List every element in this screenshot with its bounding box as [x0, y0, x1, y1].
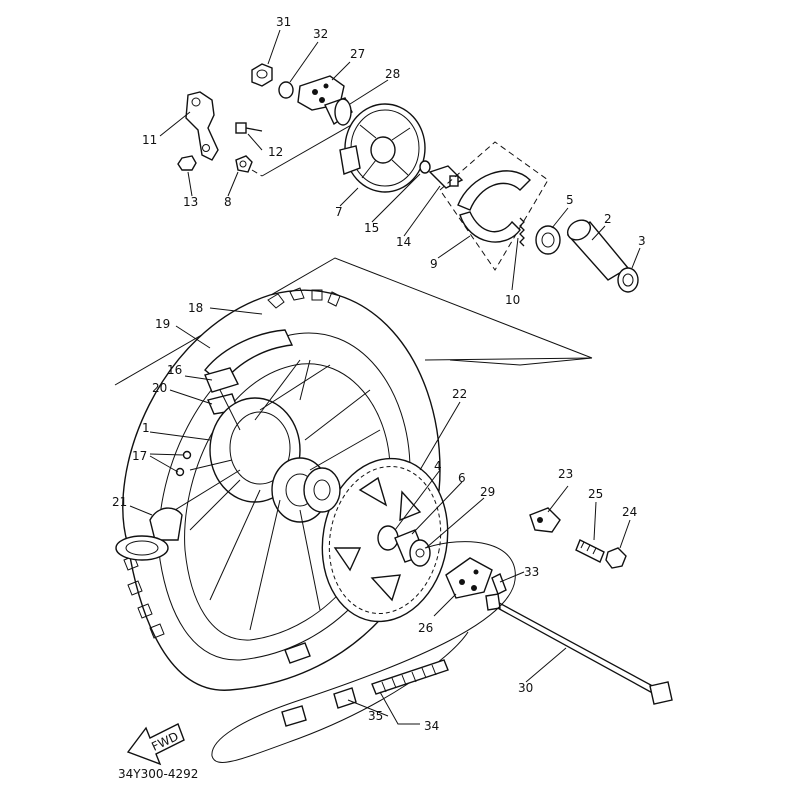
camshaft-14	[428, 165, 464, 189]
callout-35: 35	[368, 709, 383, 723]
washer-15	[419, 160, 431, 174]
bearing-5	[535, 225, 561, 255]
collar-29	[409, 539, 431, 567]
drive-chain-34	[211, 541, 516, 763]
callout-19: 19	[155, 317, 170, 331]
brake-shoe-box	[439, 141, 549, 271]
callout-8: 8	[224, 195, 232, 209]
callout-30: 30	[518, 681, 533, 695]
callout-3: 3	[638, 234, 646, 248]
callout-29: 29	[480, 485, 495, 499]
callout-4: 4	[434, 459, 442, 473]
brake-assembly-group	[177, 63, 639, 293]
callout-18: 18	[188, 301, 203, 315]
wear-indicator-8	[235, 155, 253, 173]
callout-15: 15	[364, 221, 379, 235]
adjuster-26	[445, 557, 493, 599]
hub-parts	[377, 525, 431, 567]
collar-28	[324, 97, 353, 126]
callout-13: 13	[183, 195, 198, 209]
callout-numbers: 31 32 27 28 11 12 13 8 7 15 14 9 10 5 2 …	[112, 15, 646, 733]
leader-lines	[129, 29, 641, 725]
callout-1: 1	[142, 421, 150, 435]
nut-31	[251, 63, 273, 87]
brake-shoe-9	[457, 170, 531, 243]
callout-14: 14	[396, 235, 411, 249]
chain-adjuster-27	[297, 75, 345, 111]
callout-9: 9	[430, 257, 438, 271]
callout-25: 25	[588, 487, 603, 501]
callout-28: 28	[385, 67, 400, 81]
callout-5: 5	[566, 193, 574, 207]
fwd-arrow-icon: FWD	[126, 723, 185, 766]
callout-2: 2	[604, 212, 612, 226]
callout-26: 26	[418, 621, 433, 635]
brake-shoe-plate-7	[339, 103, 426, 193]
bolt-25	[575, 539, 605, 563]
callout-22: 22	[452, 387, 467, 401]
callout-27: 27	[350, 47, 365, 61]
spokes	[174, 359, 381, 631]
callout-23: 23	[558, 467, 573, 481]
callout-34: 34	[424, 719, 439, 733]
callout-33: 33	[524, 565, 539, 579]
washer-32	[278, 81, 294, 99]
axle-30	[485, 593, 673, 705]
spoke-nipples-17	[175, 450, 192, 477]
assembly-outline	[114, 257, 593, 386]
pin-33	[491, 573, 507, 595]
callout-6: 6	[458, 471, 466, 485]
nut-13	[177, 155, 197, 171]
rim-strip-21	[115, 507, 183, 561]
rim-band-16	[204, 367, 239, 393]
nut-24	[605, 547, 627, 569]
callout-20: 20	[152, 381, 167, 395]
callout-24: 24	[622, 505, 637, 519]
drawing-code: 34Y300-4292	[118, 767, 198, 781]
spacer-2	[566, 219, 630, 281]
tyre-tread	[123, 287, 341, 639]
callout-12: 12	[268, 145, 283, 159]
callout-11: 11	[142, 133, 157, 147]
callout-10: 10	[505, 293, 520, 307]
callout-16: 16	[167, 363, 182, 377]
callout-21: 21	[112, 495, 127, 509]
callout-32: 32	[313, 27, 328, 41]
spring-10	[519, 217, 525, 247]
callout-17: 17	[132, 449, 147, 463]
bolt-12	[235, 122, 263, 134]
collar-3	[617, 267, 639, 293]
callout-31: 31	[276, 15, 291, 29]
adjuster-plate-23	[529, 507, 561, 533]
callout-7: 7	[335, 205, 343, 219]
camshaft-lever	[185, 91, 219, 161]
